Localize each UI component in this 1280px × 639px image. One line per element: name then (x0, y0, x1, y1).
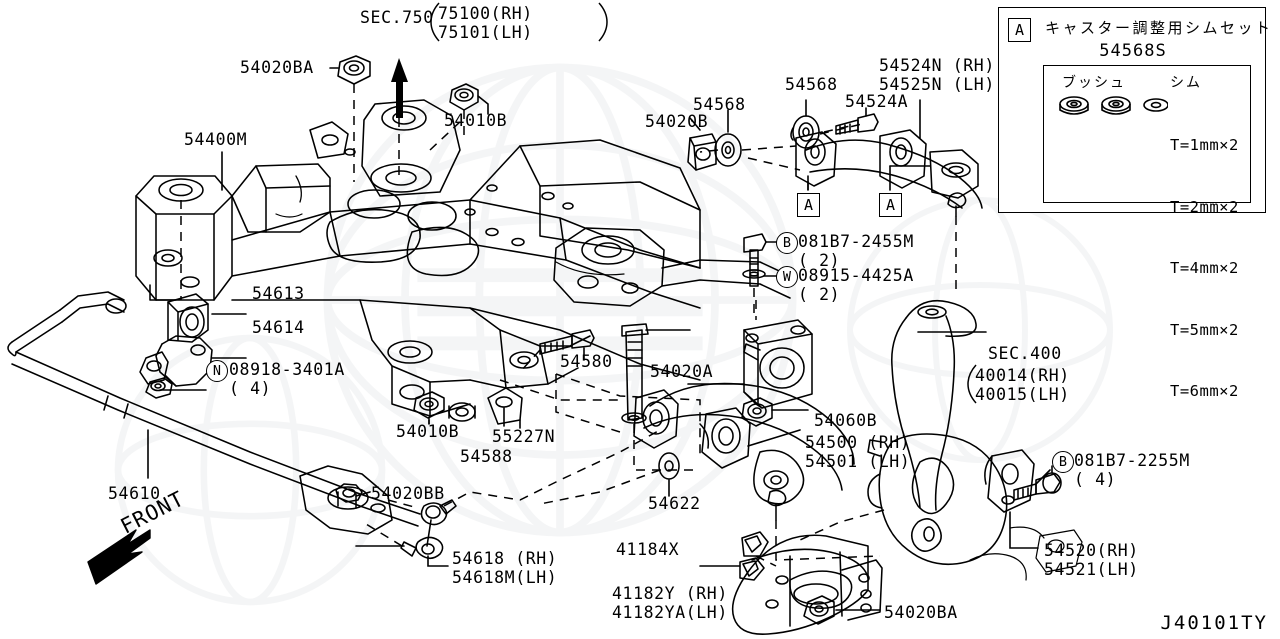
label-sec750-lh: 75101(LH) (438, 23, 533, 42)
label-54568-left: 54568 (693, 95, 746, 114)
label-54020b: 54020B (645, 112, 709, 131)
label-sec400-lh: 40015(LH) (975, 385, 1070, 404)
label-54010b-mid: 54010B (396, 422, 460, 441)
label-54520-rh: 54520(RH) (1044, 541, 1139, 560)
legend-a-tag: A (1008, 18, 1031, 42)
label-081b7-2455m-qty: ( 2) (798, 251, 841, 270)
label-08918-3401a-qty: ( 4) (229, 379, 272, 398)
sec750-arrow (391, 58, 408, 118)
diagram-code: J40101TY (1160, 612, 1268, 634)
label-54501-lh: 54501 (LH) (805, 452, 911, 471)
legend-col-bush: ブッシュ (1062, 75, 1126, 91)
label-08918-3401a: 08918-3401A (229, 360, 345, 379)
b-tag-icon: B (1052, 451, 1074, 473)
sec750-brace (430, 2, 440, 42)
label-54580: 54580 (560, 352, 613, 371)
label-54010b-top: 54010B (444, 111, 508, 130)
label-08915-4425a-qty: ( 2) (798, 285, 841, 304)
shim-item: T=4mm×2 (1170, 259, 1239, 277)
label-54400m: 54400M (184, 130, 248, 149)
label-081b7-2255m-qty: ( 4) (1074, 470, 1117, 489)
label-sec400: SEC.400 (988, 344, 1062, 363)
w-tag-icon: W (776, 266, 798, 288)
label-sec750: SEC.750 (360, 8, 434, 27)
legend-col-shim: シム (1170, 75, 1202, 91)
legend-shim-list: T=1mm×2 T=2mm×2 T=4mm×2 T=5mm×2 T=6mm×2 (1170, 94, 1249, 443)
label-54524n-rh: 54524N (RH) (879, 56, 995, 75)
a-callout-tag: A (797, 193, 820, 217)
label-sec400-rh: 40014(RH) (975, 366, 1070, 385)
label-54500-rh: 54500 (RH) (805, 433, 911, 452)
shim-item: T=2mm×2 (1170, 197, 1239, 216)
label-54521-lh: 54521(LH) (1044, 560, 1139, 579)
shim-item: T=6mm×2 (1170, 382, 1239, 400)
legend-title: キャスター調整用シムセット (1045, 19, 1273, 37)
legend-inner-box: ブッシュ シム T=1mm×2 T=2mm× (1043, 65, 1251, 400)
label-41184x: 41184X (616, 540, 680, 559)
label-54525n-lh: 54525N (LH) (879, 75, 995, 94)
label-41182y-rh: 41182Y (RH) (612, 584, 728, 603)
label-54020a: 54020A (650, 362, 714, 381)
label-54020bb: 54020BB (371, 484, 445, 503)
label-54588: 54588 (460, 447, 513, 466)
b-tag-icon: B (776, 232, 798, 254)
label-54618-rh: 54618 (RH) (452, 549, 558, 568)
shim-item: T=5mm×2 (1170, 320, 1239, 339)
label-54524a: 54524A (845, 92, 909, 111)
label-sec750-rh: 75100(RH) (438, 4, 533, 23)
sec400-brace (967, 364, 977, 404)
label-41182ya-lh: 41182YA(LH) (612, 603, 728, 622)
label-081b7-2455m: 081B7-2455M (798, 232, 914, 251)
label-54020ba-bottom: 54020BA (884, 603, 958, 622)
label-54613: 54613 (252, 284, 305, 303)
label-081b7-2255m: 081B7-2255M (1074, 451, 1190, 470)
legend-part-number: 54568S (1099, 41, 1167, 61)
label-08915-4425a: 08915-4425A (798, 266, 914, 285)
caster-shim-set-legend: A キャスター調整用シムセット 54568S ブッシュ シム (998, 7, 1270, 400)
label-54568-top: 54568 (785, 75, 838, 94)
label-54614: 54614 (252, 318, 305, 337)
label-54020ba-top: 54020BA (240, 58, 314, 77)
label-54610: 54610 (108, 484, 161, 503)
n-tag-icon: N (206, 360, 228, 382)
shim-item: T=1mm×2 (1170, 136, 1239, 154)
front-direction-arrow (87, 529, 151, 585)
bush-icon (1059, 96, 1168, 115)
label-54618m-lh: 54618M(LH) (452, 568, 558, 587)
label-54060b: 54060B (814, 411, 878, 430)
a-callout-tag: A (879, 193, 902, 217)
label-55227n: 55227N (492, 427, 556, 446)
sec750-brace-close (598, 2, 608, 42)
label-54622: 54622 (648, 494, 701, 513)
